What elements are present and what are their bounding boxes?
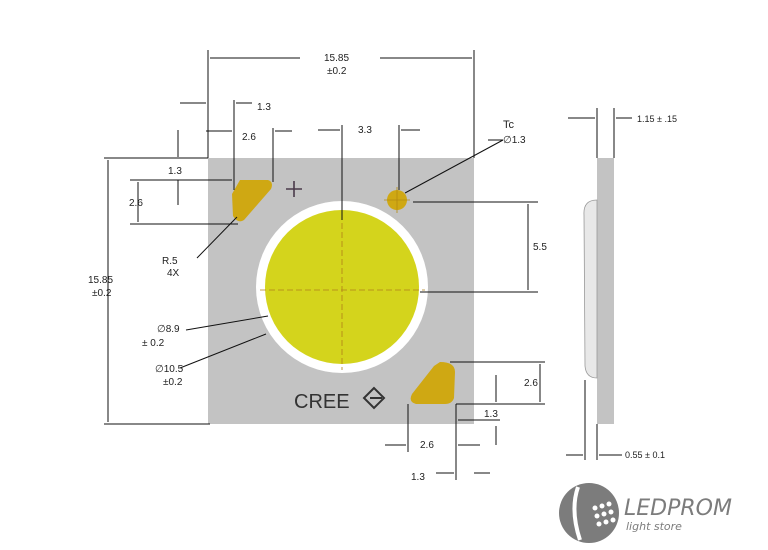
logo-tagline: light store [626,520,682,533]
plus-mark-icon [286,181,302,197]
pad-offset-y-label: 1.3 [168,166,182,177]
substrate-thickness-label: 0.55 ± 0.1 [625,450,665,460]
br-pad-offset-y-label: 1.3 [484,409,498,420]
br-pad-width-label: 2.6 [420,440,434,451]
pad-height-label: 2.6 [129,198,143,209]
brand-logo: CREE [294,391,350,413]
cree-chevron-icon [362,386,386,410]
pad-offset-x-label: 1.3 [257,102,271,113]
radius-label: R.5 [162,256,178,267]
br-pad-offset-x-label: 1.3 [411,472,425,483]
width-tolerance: ±0.2 [327,66,347,77]
tc-label: Tc [503,119,515,131]
radius-count-label: 4X [167,268,180,279]
height-label: 15.85 [88,275,113,286]
br-pad-height-label: 2.6 [524,378,538,389]
dam-diameter-label: ∅10.5 [155,364,184,375]
les-diameter-label: ∅8.9 [157,324,180,335]
thickness-label: 1.15 ± .15 [637,114,677,124]
tc-diameter-label: ∅1.3 [503,135,526,146]
height-tolerance: ±0.2 [92,288,112,299]
pad-bottom-right [410,362,455,404]
tc-offset-label: 3.3 [358,125,372,136]
logo-name: LEDPROM [624,496,732,521]
ledprom-logo: LEDPROM light store [559,483,732,543]
pad-top-left [232,180,272,222]
width-label: 15.85 [324,53,349,64]
les-tolerance: ± 0.2 [142,338,165,349]
pad-width-label: 2.6 [242,132,256,143]
dam-tolerance: ±0.2 [163,377,183,388]
side-view-lens [583,199,598,379]
tc-to-center-label: 5.5 [533,242,547,253]
side-view-substrate [597,158,614,424]
